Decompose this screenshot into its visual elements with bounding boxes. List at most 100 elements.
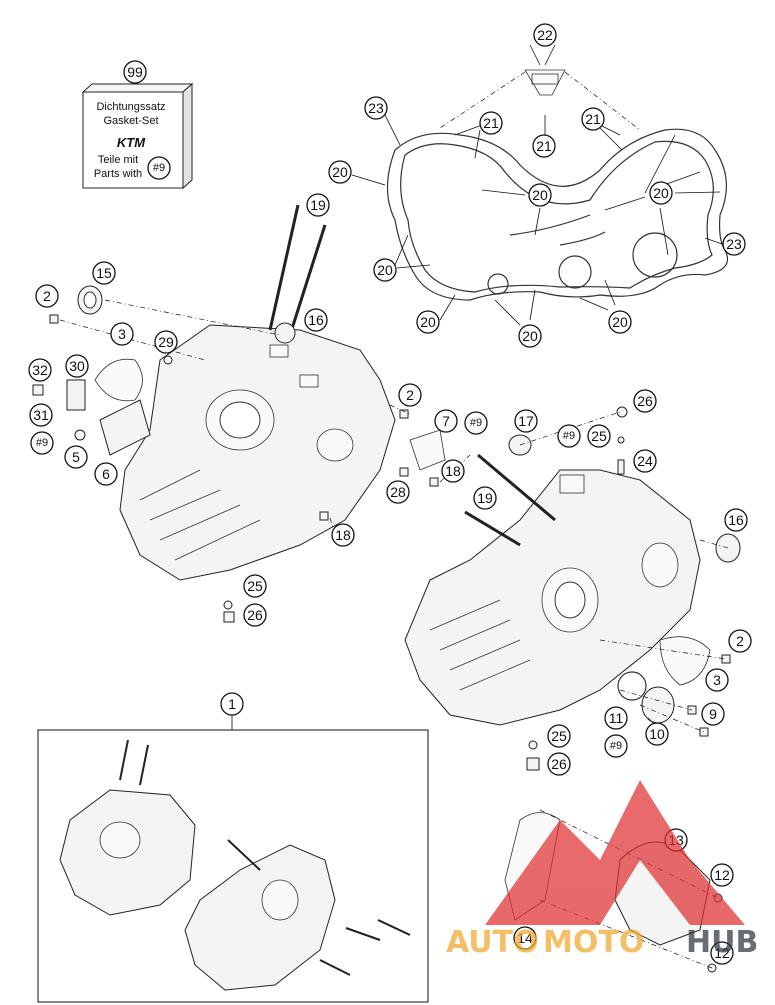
svg-text:21: 21 [585, 111, 601, 127]
right-crankcase-half [404, 469, 701, 726]
gasket-kit-line1: Dichtungssatz [96, 101, 165, 113]
watermark-text-moto: MOTO [543, 925, 644, 960]
callout-7: 7 [434, 409, 458, 433]
svg-text:1: 1 [228, 696, 236, 712]
callout-23-top: 23 [364, 96, 388, 120]
callout-21-left: 21 [479, 111, 503, 135]
callout-26-bottom: 26 [547, 752, 571, 776]
gasket-kit-line3: Teile mit [98, 154, 138, 166]
svg-text:32: 32 [32, 362, 48, 378]
svg-text:18: 18 [445, 463, 461, 479]
svg-text:15: 15 [96, 265, 112, 281]
callout-99: 99 [123, 60, 147, 84]
svg-text:16: 16 [308, 312, 324, 328]
callout-25-bottom: 25 [547, 724, 571, 748]
left-case-studs [268, 204, 327, 336]
svg-text:#9: #9 [36, 437, 48, 449]
svg-text:25: 25 [591, 428, 607, 444]
svg-text:2: 2 [736, 633, 744, 649]
watermark-text-auto: AUTO [446, 925, 539, 960]
svg-text:20: 20 [377, 262, 393, 278]
callout-20-bottom-center: 20 [518, 324, 542, 348]
svg-text:19: 19 [310, 197, 326, 213]
left-crankcase-half [119, 324, 396, 581]
svg-text:17: 17 [518, 413, 534, 429]
svg-text:6: 6 [102, 466, 110, 482]
svg-text:23: 23 [368, 100, 384, 116]
svg-text:23: 23 [726, 236, 742, 252]
right-case-studs [464, 453, 556, 547]
callout-2-middle: 2 [398, 383, 422, 407]
callout-12-top: 12 [710, 863, 734, 887]
svg-text:5: 5 [72, 449, 80, 465]
callout-22: 22 [533, 23, 557, 47]
svg-text:29: 29 [158, 334, 174, 350]
svg-text:#9: #9 [610, 740, 622, 752]
svg-text:26: 26 [247, 607, 263, 623]
svg-text:20: 20 [332, 164, 348, 180]
callout-17: 17 [514, 409, 538, 433]
callout-23-right: 23 [722, 232, 746, 256]
callout-20-left: 20 [328, 160, 352, 184]
svg-text:10: 10 [649, 726, 665, 742]
svg-text:7: 7 [442, 413, 450, 429]
svg-text:#9: #9 [153, 162, 165, 174]
callout-19-right: 19 [473, 486, 497, 510]
gasket-kit-line2: Gasket-Set [103, 115, 158, 127]
complete-crankcase-inset [37, 715, 429, 1003]
crankcase-gasket [386, 128, 729, 301]
callout-20-right: 20 [649, 181, 673, 205]
svg-text:18: 18 [335, 527, 351, 543]
callout-30: 30 [65, 354, 89, 378]
callout-11: 11 [604, 706, 628, 730]
svg-text:11: 11 [609, 710, 624, 726]
gasket-kit-line4: Parts with [94, 168, 142, 180]
callout-25-top: 25 [587, 424, 611, 448]
callout-20-center: 20 [528, 183, 552, 207]
svg-text:25: 25 [247, 578, 263, 594]
svg-text:2: 2 [406, 387, 414, 403]
svg-text:14: 14 [517, 930, 533, 946]
svg-text:20: 20 [420, 314, 436, 330]
callout-18-top: 18 [441, 459, 465, 483]
callout-ref-9-bottom: #9 [604, 734, 628, 758]
callout-5: 5 [64, 445, 88, 469]
callout-6: 6 [94, 462, 118, 486]
callout-ref-9-left: #9 [30, 431, 54, 455]
callout-29: 29 [154, 330, 178, 354]
callout-19-left: 19 [306, 193, 330, 217]
callout-3-right: 3 [705, 668, 729, 692]
callout-20-bottom-right: 20 [608, 310, 632, 334]
svg-text:12: 12 [714, 945, 730, 961]
svg-text:22: 22 [537, 27, 553, 43]
callout-31: 31 [29, 403, 53, 427]
svg-text:3: 3 [118, 326, 126, 342]
svg-text:99: 99 [127, 64, 143, 80]
svg-text:#9: #9 [563, 430, 575, 442]
callout-18-bottom: 18 [331, 523, 355, 547]
svg-text:31: 31 [33, 407, 49, 423]
callout-9: 9 [701, 702, 725, 726]
svg-text:20: 20 [522, 328, 538, 344]
svg-text:20: 20 [532, 187, 548, 203]
callout-21-right: 21 [581, 107, 605, 131]
callout-16-left: 16 [304, 308, 328, 332]
svg-text:28: 28 [390, 484, 406, 500]
callout-26-top: 26 [633, 389, 657, 413]
svg-text:20: 20 [653, 185, 669, 201]
gasket-kit-badge: #9 [147, 156, 171, 180]
callout-16-right: 16 [724, 508, 748, 532]
callout-1: 1 [220, 692, 244, 716]
callout-ref-9-right: #9 [557, 424, 581, 448]
svg-text:24: 24 [637, 453, 653, 469]
callout-28: 28 [386, 480, 410, 504]
gasket-dowel-part [439, 69, 641, 131]
callout-10: 10 [645, 722, 669, 746]
callout-26-left: 26 [243, 603, 267, 627]
svg-text:20: 20 [612, 314, 628, 330]
callout-21-center: 21 [532, 134, 556, 158]
svg-text:2: 2 [43, 288, 51, 304]
callout-20-bottom-left: 20 [416, 310, 440, 334]
svg-text:26: 26 [551, 756, 567, 772]
